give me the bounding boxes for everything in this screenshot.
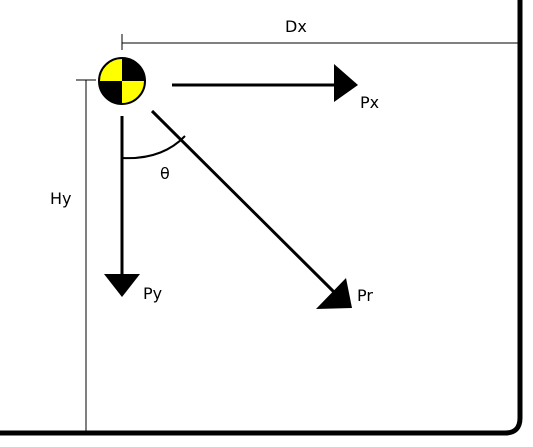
py-arrow — [104, 116, 140, 297]
py-label: Py — [143, 284, 163, 303]
dx-label: Dx — [285, 17, 307, 36]
px-arrow — [172, 64, 358, 102]
px-label: Px — [360, 93, 380, 112]
py-arrowhead-icon — [104, 274, 140, 297]
center-of-gravity-icon — [98, 57, 146, 105]
theta-angle-arc — [121, 135, 186, 160]
hy-label: Hy — [50, 189, 72, 208]
pr-arrow — [150, 109, 352, 309]
pr-arrowhead-icon — [316, 278, 352, 309]
pr-label: Pr — [357, 286, 373, 305]
theta-label: θ — [160, 164, 170, 183]
px-arrowhead-icon — [334, 64, 358, 102]
frame-border — [0, 0, 523, 436]
